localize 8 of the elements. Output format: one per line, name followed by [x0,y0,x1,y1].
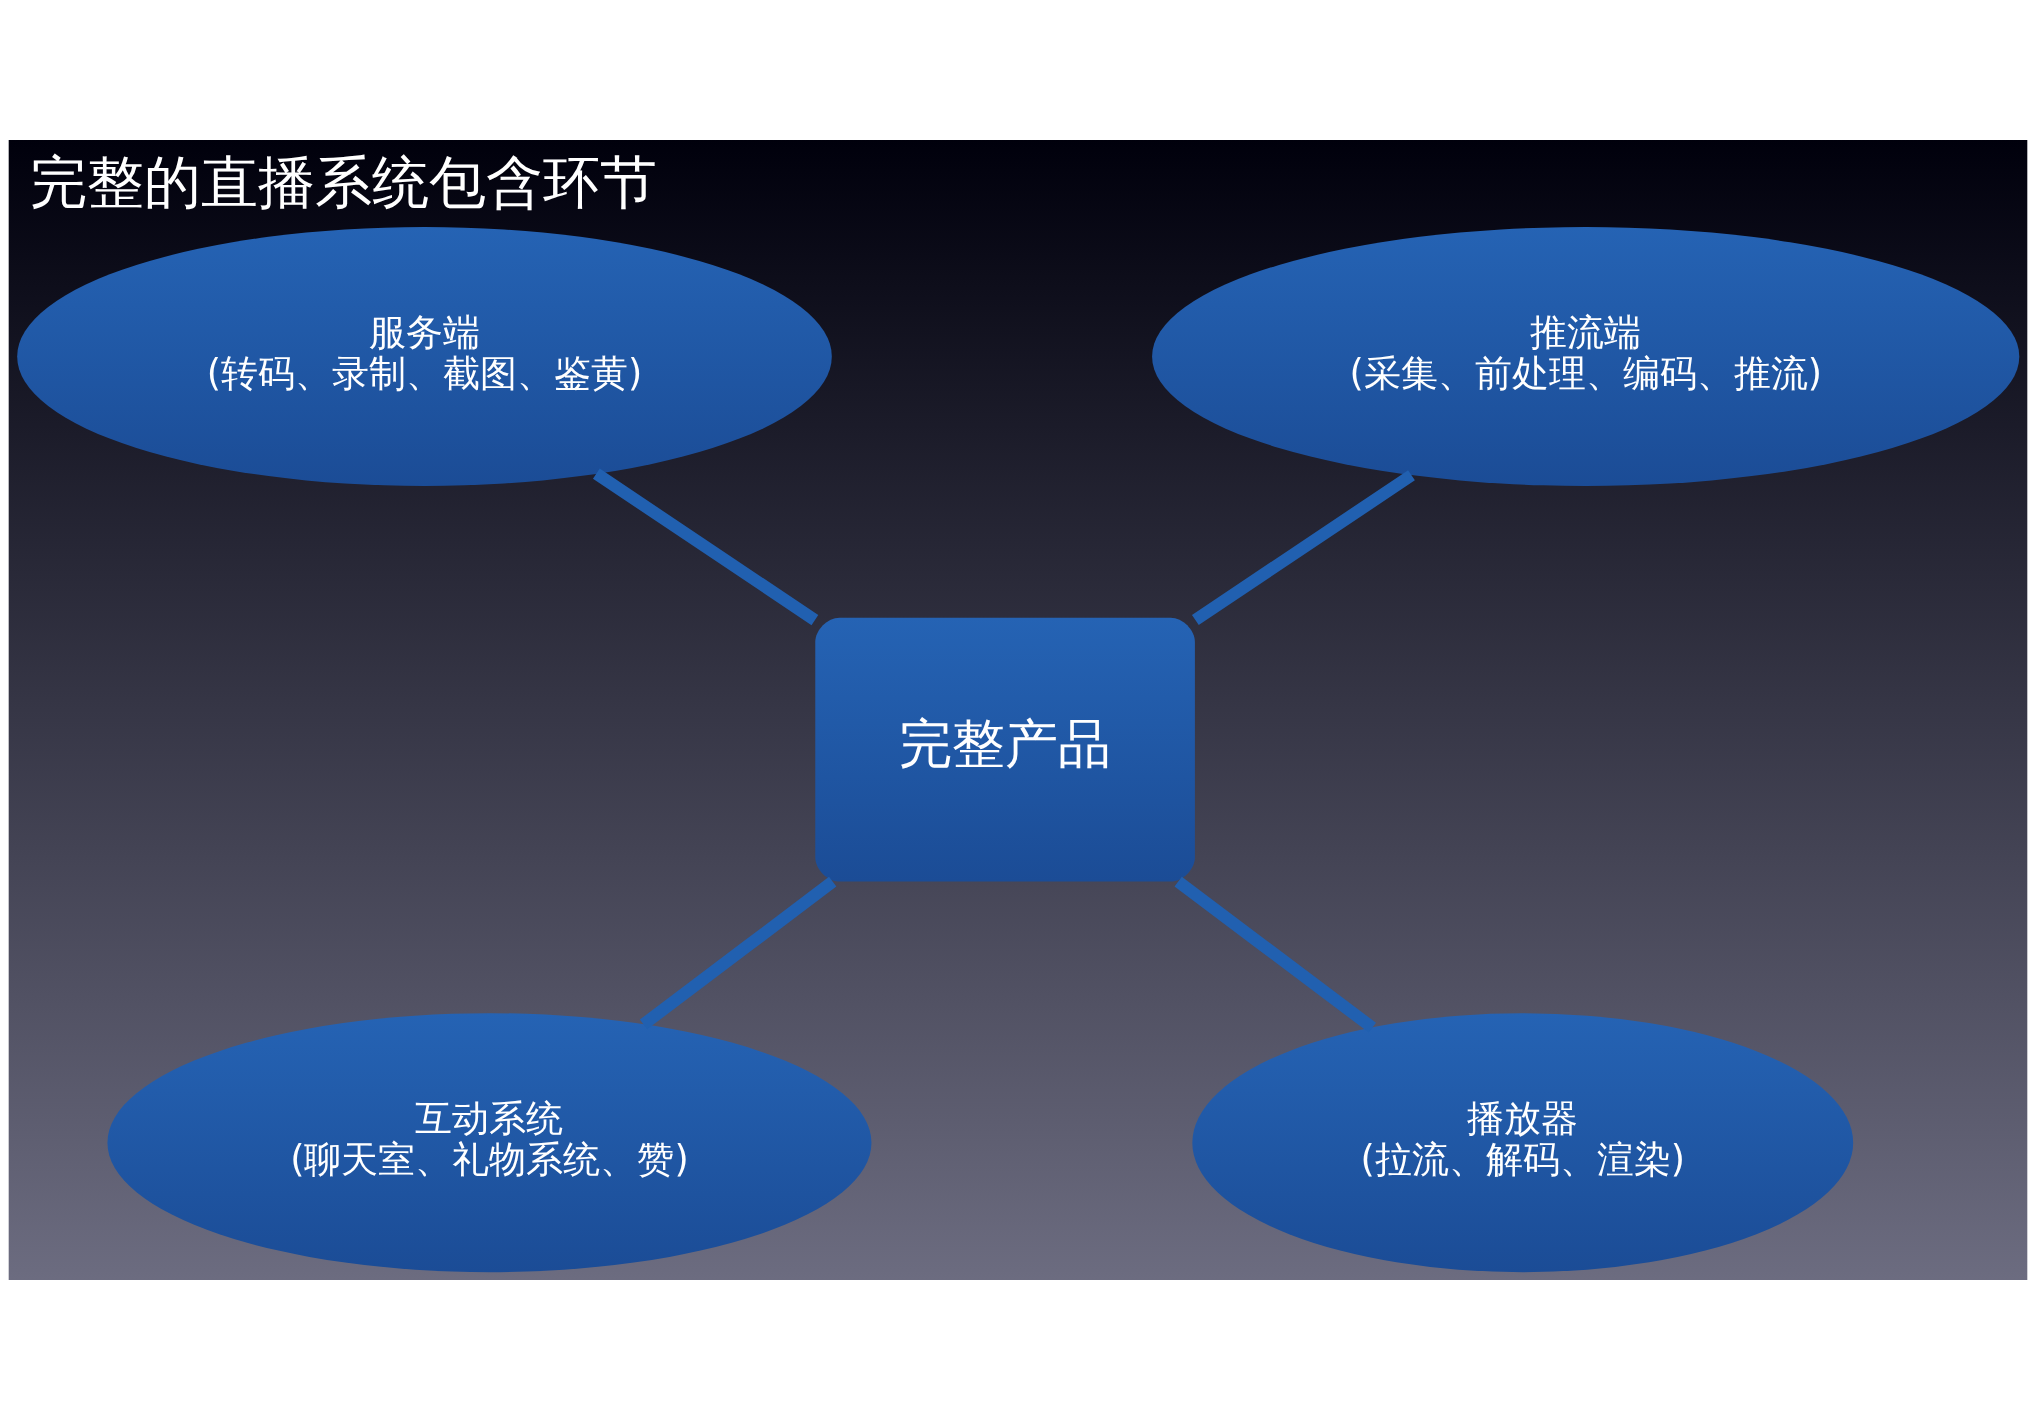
node-ellipse: 互动系统 (聊天室、礼物系统、赞) [107,1013,872,1273]
node-ellipse: 服务端 (转码、录制、截图、鉴黄) [17,227,832,486]
node-ellipse: 播放器 (拉流、解码、渲染) [1192,1013,1854,1273]
connector [592,468,819,626]
connector [1191,470,1415,626]
diagram-title: 完整的直播系统包含环节 [30,148,658,215]
node-ellipse: 推流端 (采集、前处理、编码、推流) [1152,227,2020,486]
node-box: 完整产品 [815,617,1195,882]
